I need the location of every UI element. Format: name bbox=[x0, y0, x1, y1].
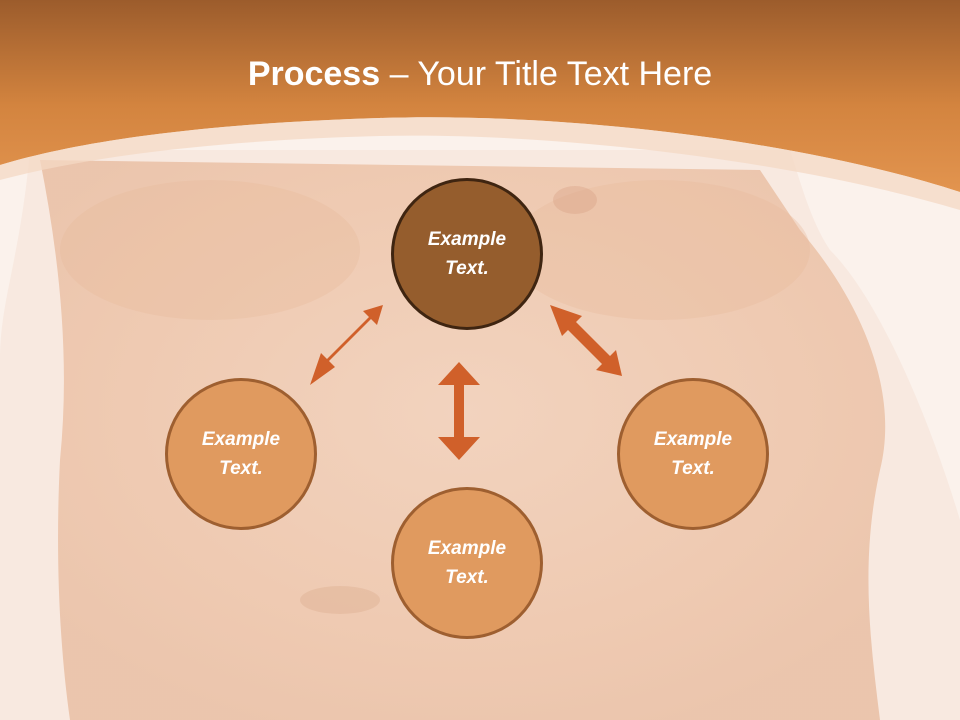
node-top: Example Text. bbox=[391, 178, 543, 330]
node-right-text: Example Text. bbox=[653, 429, 733, 479]
title-bold: Process bbox=[247, 55, 381, 93]
arrow-top-left bbox=[310, 305, 383, 385]
node-bottom: Example Text. bbox=[391, 487, 543, 639]
arrow-top-right bbox=[550, 305, 622, 376]
node-left-text: Example Text. bbox=[201, 429, 281, 479]
page-title: Process – Your Title Text Here bbox=[0, 52, 960, 96]
title-dash: – bbox=[389, 55, 409, 93]
arrow-center-vertical bbox=[438, 362, 480, 460]
title-rest: Your Title Text Here bbox=[417, 55, 713, 93]
node-left: Example Text. bbox=[165, 378, 317, 530]
node-top-text: Example Text. bbox=[427, 229, 507, 279]
node-right: Example Text. bbox=[617, 378, 769, 530]
node-bottom-text: Example Text. bbox=[427, 538, 507, 588]
